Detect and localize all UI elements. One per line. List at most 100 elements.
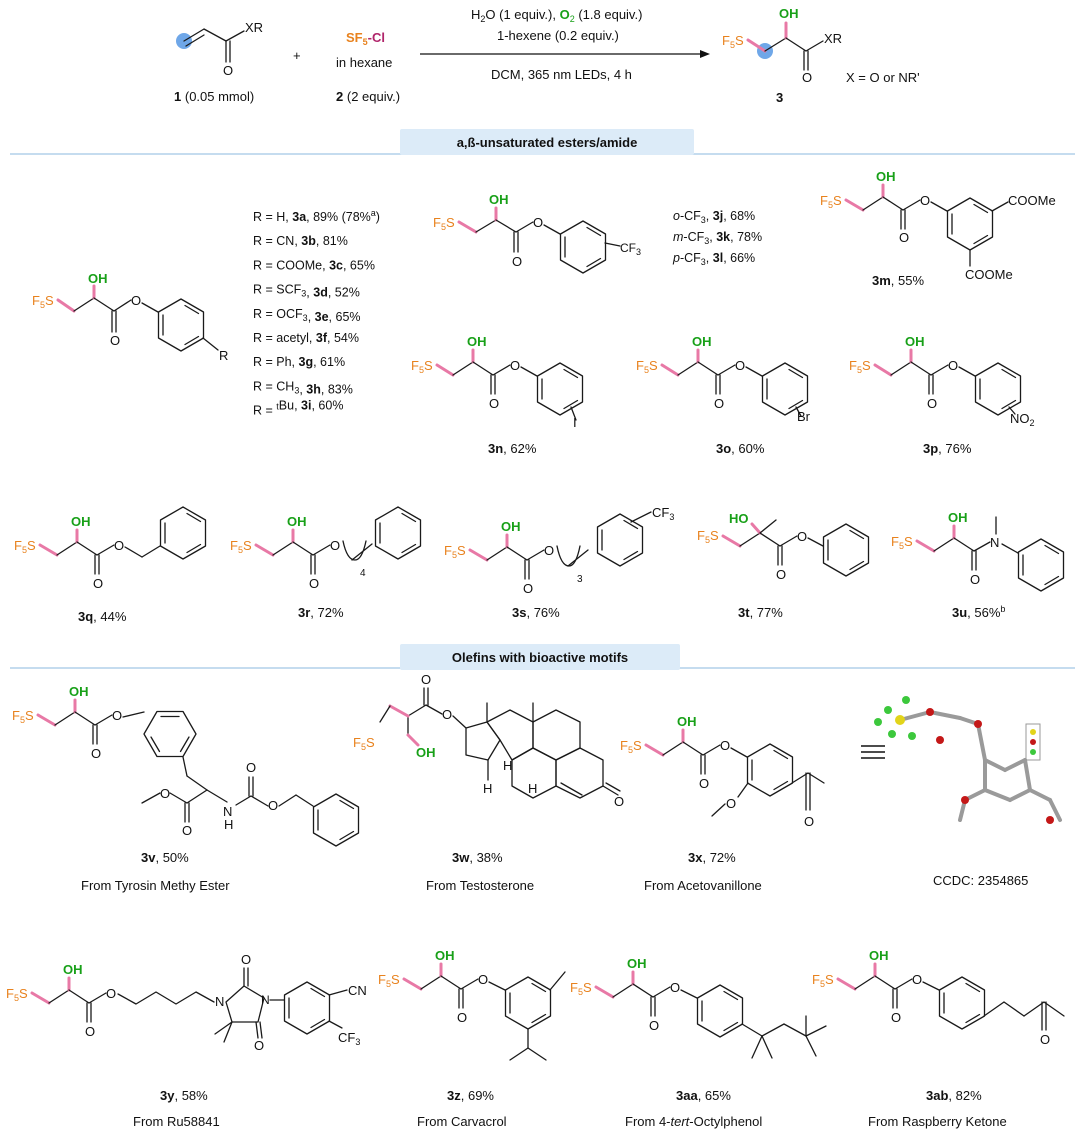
compound-3p: F5S OH O O NO2 3p, 76%: [849, 334, 1035, 456]
svg-text:H: H: [503, 758, 512, 773]
svg-text:O: O: [649, 1018, 659, 1033]
reactant-o: O: [223, 63, 233, 78]
svg-text:O: O: [720, 738, 730, 753]
r-list-item: R = SCF3, 3d, 52%: [253, 283, 360, 300]
svg-text:3n, 62%: 3n, 62%: [488, 441, 537, 456]
cf3-list: o-CF3, 3j, 68%m-CF3, 3k, 78%p-CF3, 3l, 6…: [672, 209, 762, 267]
svg-text:CN: CN: [348, 983, 367, 998]
svg-text:3y, 58%: 3y, 58%: [160, 1088, 208, 1103]
compound-3q: F5S OH O O 3q, 44%: [14, 506, 207, 624]
svg-text:O: O: [802, 70, 812, 85]
svg-text:3p, 76%: 3p, 76%: [923, 441, 972, 456]
svg-text:NO2: NO2: [1010, 411, 1035, 428]
svg-text:3x, 72%: 3x, 72%: [688, 850, 736, 865]
svg-text:F5S: F5S: [411, 358, 433, 375]
compound-3o: F5S OH O O Br 3o, 60%: [636, 334, 811, 456]
svg-text:OH: OH: [63, 962, 83, 977]
svg-text:F5S: F5S: [378, 972, 400, 989]
svg-text:3u, 56%b: 3u, 56%b: [952, 604, 1005, 620]
reactant-1: XR O 1 (0.05 mmol): [174, 20, 263, 104]
compound-3a-3i: F5S OH O O R: [32, 271, 228, 363]
compound-3w: O O OH F5S O H H H 3w, 38% From Testoste…: [353, 672, 624, 893]
compound-3y: F5S OH O O N O O N CN CF3 3y, 58% From R…: [6, 952, 367, 1129]
r-list-item: R = CH3, 3h, 83%: [253, 379, 353, 396]
banner-section2: [400, 644, 680, 670]
svg-text:O: O: [948, 358, 958, 373]
r-list-item: R = tBu, 3i, 60%: [253, 399, 343, 418]
svg-text:O: O: [714, 396, 724, 411]
svg-text:O: O: [797, 529, 807, 544]
svg-text:3: 3: [776, 90, 783, 105]
r-list-item: R = COOMe, 3c, 65%: [253, 258, 375, 272]
svg-text:O: O: [891, 1010, 901, 1025]
svg-text:F5S: F5S: [14, 538, 36, 555]
svg-text:SF5-Cl: SF5-Cl: [346, 30, 385, 47]
svg-text:F5S: F5S: [6, 986, 28, 1003]
reaction-arrow: H2O (1 equiv.), O2 (1.8 equiv.) 1-hexene…: [420, 7, 710, 82]
svg-text:1 (0.05 mmol): 1 (0.05 mmol): [174, 89, 254, 104]
svg-text:O: O: [91, 746, 101, 761]
banner-section1-text: a,ß-unsaturated esters/amide: [456, 135, 638, 150]
svg-text:O: O: [912, 972, 922, 987]
svg-text:I: I: [573, 415, 577, 430]
svg-text:XR: XR: [824, 31, 842, 46]
reagent-sf: SF: [346, 30, 363, 45]
source-3z: From Carvacrol: [417, 1114, 507, 1129]
svg-text:OH: OH: [948, 510, 968, 525]
svg-text:O: O: [114, 538, 124, 553]
svg-text:O: O: [804, 814, 814, 829]
svg-text:OH: OH: [287, 514, 307, 529]
svg-text:OH: OH: [501, 519, 521, 534]
banner-section1: [400, 129, 694, 155]
compound-3j-3l: F5S OH O O CF3: [433, 192, 641, 274]
svg-text:OH: OH: [69, 684, 89, 699]
svg-text:O: O: [330, 538, 340, 553]
compound-3u: F5S OH O N 3u, 56%b: [891, 510, 1065, 620]
svg-text:CF3: CF3: [338, 1030, 360, 1047]
svg-text:F5S: F5S: [812, 972, 834, 989]
svg-text:R: R: [219, 348, 228, 363]
svg-text:O: O: [131, 293, 141, 308]
cond-line2: 1-hexene (0.2 equiv.): [497, 28, 619, 43]
svg-text:COOMe: COOMe: [1008, 193, 1056, 208]
svg-text:F5S: F5S: [32, 293, 54, 310]
svg-text:O: O: [112, 708, 122, 723]
svg-text:HO: HO: [729, 511, 749, 526]
cf3-list-item: o-CF3, 3j, 68%: [673, 209, 755, 225]
compound-3m: F5S OH O O COOMe COOMe 3m, 55%: [820, 169, 1056, 288]
crystal-structure: CCDC: 2354865: [874, 696, 1062, 888]
svg-text:O: O: [457, 1010, 467, 1025]
svg-text:3q, 44%: 3q, 44%: [78, 609, 127, 624]
svg-text:3ab, 82%: 3ab, 82%: [926, 1088, 982, 1103]
compound-3v: F5S OH O O N H O O O O 3v, 50% From: [12, 684, 360, 893]
reactant1-num: 1: [174, 89, 181, 104]
svg-text:OH: OH: [779, 6, 799, 21]
svg-text:3s, 76%: 3s, 76%: [512, 605, 560, 620]
svg-text:O: O: [421, 672, 431, 687]
svg-text:O: O: [614, 794, 624, 809]
svg-text:3t, 77%: 3t, 77%: [738, 605, 783, 620]
compound-3z: F5S OH O O 3z, 69% From Carvacrol: [378, 948, 566, 1129]
source-3ab: From Raspberry Ketone: [868, 1114, 1007, 1129]
compound-3x: F5S OH O O O O 3x, 72% From Acetovanillo…: [620, 714, 825, 893]
svg-text:H: H: [483, 781, 492, 796]
svg-text:N: N: [215, 994, 224, 1009]
svg-text:O: O: [776, 567, 786, 582]
svg-text:From 4-tert-Octylphenol: From 4-tert-Octylphenol: [625, 1114, 762, 1129]
product-3: F5S OH O XR 3 X = O or NR': [722, 6, 920, 105]
reagent-solvent: in hexane: [336, 55, 392, 70]
compound-3n: F5S OH O O I 3n, 62%: [411, 334, 584, 456]
svg-text:O: O: [927, 396, 937, 411]
svg-text:O: O: [85, 1024, 95, 1039]
r-list-item: R = CN, 3b, 81%: [253, 234, 348, 248]
svg-text:3v, 50%: 3v, 50%: [141, 850, 189, 865]
svg-text:F5S: F5S: [697, 528, 719, 545]
svg-text:F5S: F5S: [433, 215, 455, 232]
svg-text:OH: OH: [869, 948, 889, 963]
compound-3r: F5S OH O O 4 3r, 72%: [230, 506, 422, 620]
ccdc-label: CCDC: 2354865: [933, 873, 1028, 888]
source-3y: From Ru58841: [133, 1114, 220, 1129]
svg-text:O: O: [523, 581, 533, 596]
source-3w: From Testosterone: [426, 878, 534, 893]
